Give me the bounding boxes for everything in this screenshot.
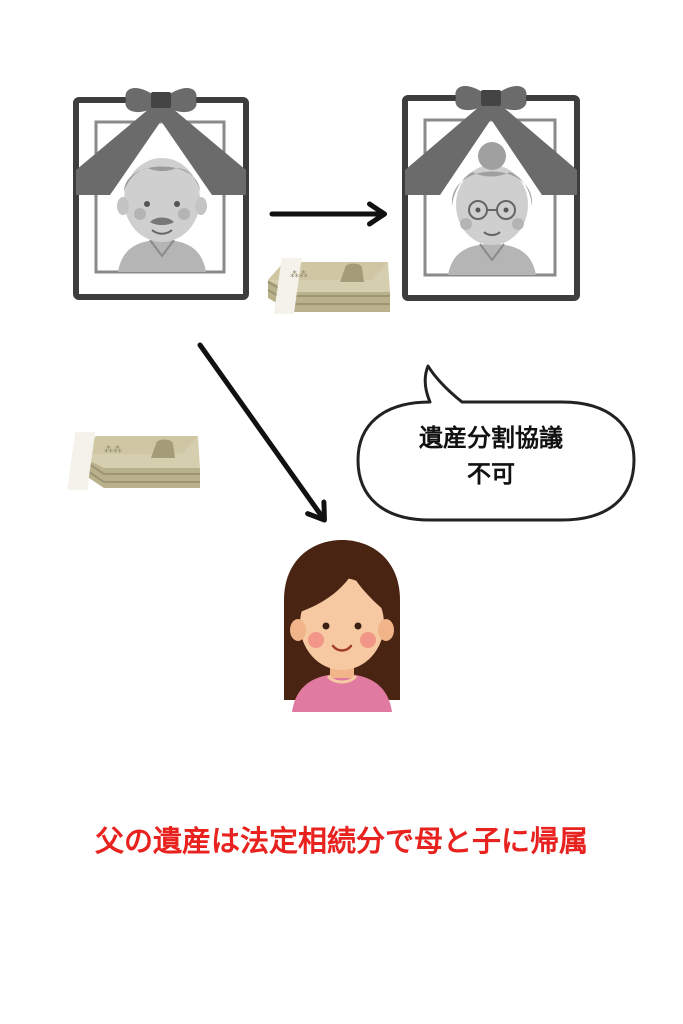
mother-portrait-icon	[402, 85, 580, 301]
svg-text:⁂⁂: ⁂⁂	[290, 269, 308, 280]
father-portrait-icon	[73, 87, 249, 300]
speech-bubble-text: 遺産分割協議 不可	[360, 420, 622, 492]
speech-bubble-line1: 遺産分割協議	[419, 424, 563, 452]
cash-bundle-icon: ⁂⁂	[67, 432, 200, 490]
cash-bundle-icon: ⁂⁂	[267, 258, 390, 314]
arrow-icon	[197, 342, 327, 523]
svg-text:⁂⁂: ⁂⁂	[104, 444, 122, 455]
speech-bubble	[356, 364, 636, 522]
daughter-icon	[284, 540, 400, 712]
caption: 父の遺産は法定相続分で母と子に帰属	[94, 824, 588, 858]
speech-bubble-line2: 不可	[467, 460, 515, 488]
